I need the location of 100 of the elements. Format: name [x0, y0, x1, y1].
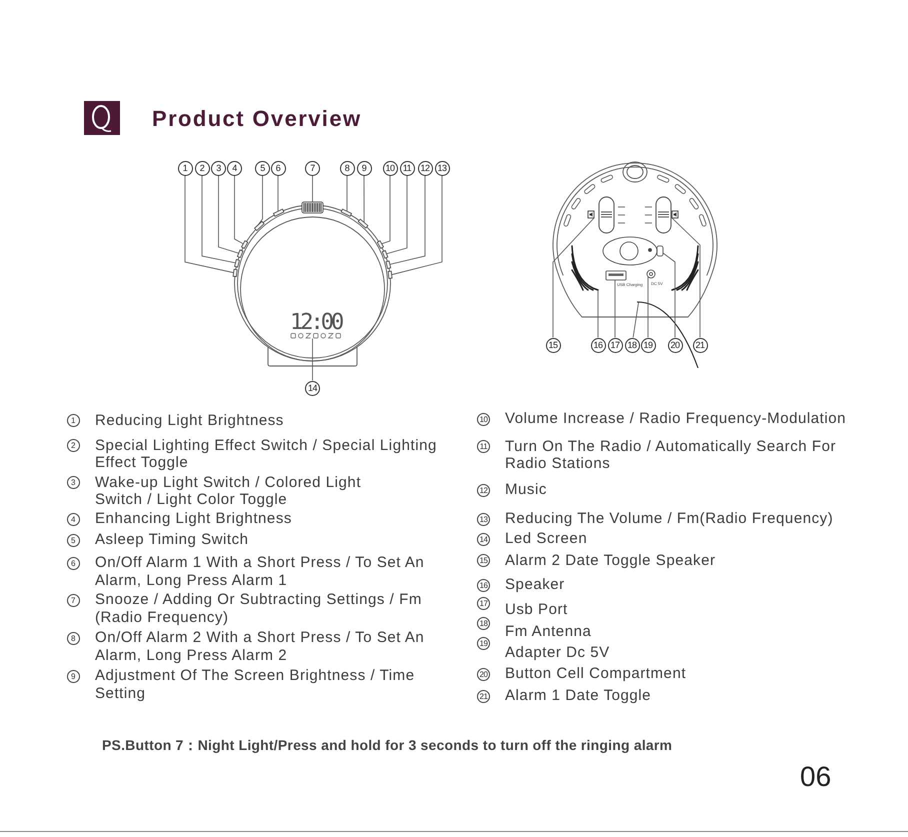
callout-number: 20: [477, 668, 490, 680]
leader-line: [312, 338, 313, 381]
leader-line: [202, 175, 236, 264]
side-button: [385, 260, 392, 270]
callout-number: 1: [178, 160, 192, 176]
part-description: Special Lighting Effect Switch / Special Lighting Effect Toggle: [95, 436, 438, 472]
callout-number: 11: [400, 160, 414, 176]
leader-line: [672, 218, 700, 338]
display-digits: 12:00: [290, 310, 342, 334]
leader-line: [662, 252, 676, 338]
callout-number: 15: [546, 338, 560, 352]
callout-number: 3: [211, 160, 226, 176]
callout-number: 1: [66, 414, 80, 428]
part-description: Speaker: [505, 576, 565, 594]
switch-symbol-icon: [588, 210, 594, 218]
side-button: [376, 240, 384, 249]
callout-number: 10: [477, 412, 490, 426]
leader-line: [234, 175, 244, 244]
callout-number: 16: [590, 338, 606, 352]
callout-number: 17: [477, 596, 490, 610]
top-button: [272, 208, 284, 217]
led-screen: [290, 333, 341, 338]
callout-number: 21: [477, 690, 490, 702]
side-button: [234, 259, 240, 268]
part-description: On/Off Alarm 2 With a Short Press / To Set An Alarm, Long Press Alarm 2: [95, 629, 426, 664]
part-description: Reducing Light Brightness: [95, 412, 284, 430]
callout-number: 7: [305, 160, 320, 176]
callout-number: 13: [434, 160, 450, 176]
part-description: On/Off Alarm 1 With a Short Press / To Set An Alarm, Long Press Alarm 1: [95, 554, 426, 590]
part-description: Music: [505, 480, 547, 498]
leader-line: [218, 175, 240, 254]
leader-line: [614, 280, 616, 338]
part-description: Asleep Timing Switch: [95, 530, 249, 548]
part-description: Enhancing Light Brightness: [95, 510, 292, 528]
leader-line: [391, 175, 442, 276]
top-button: [340, 208, 352, 217]
part-description: Volume Increase / Radio Frequency-Modulation: [505, 410, 846, 428]
leader-line: [386, 175, 408, 254]
part-description: Usb Port: [505, 600, 568, 618]
callout-number: 9: [356, 160, 372, 176]
top-button: [358, 218, 368, 229]
part-description: Adapter Dc 5V: [505, 644, 610, 662]
part-description: Fm Antenna: [505, 622, 592, 640]
leader-line: [346, 175, 348, 212]
callout-number: 4: [66, 512, 80, 526]
part-description: Turn On The Radio / Automatically Search For Radio Stations: [505, 438, 838, 473]
leader-line: [390, 175, 426, 265]
callout-number: 6: [66, 556, 80, 570]
callout-number: 12: [477, 484, 490, 496]
callout-number: 8: [340, 160, 354, 176]
callout-number: 21: [692, 338, 708, 352]
callout-number: 12: [418, 160, 432, 176]
callout-number: 10: [382, 160, 398, 176]
leader-line: [381, 175, 390, 244]
battery-compartment: [602, 236, 664, 266]
callout-number: 14: [305, 380, 320, 396]
page-title: Product Overview: [152, 106, 362, 132]
callout-number: 4: [227, 160, 242, 176]
leader-line: [258, 175, 263, 226]
part-description: Alarm 1 Date Toggle: [505, 686, 652, 704]
callout-number: 8: [66, 632, 80, 645]
part-description: Button Cell Compartment: [505, 664, 686, 682]
switch-symbol-icon: [672, 210, 678, 218]
leader-line: [632, 302, 639, 338]
side-button: [232, 268, 238, 278]
callout-number: 11: [477, 440, 490, 454]
part-description: Adjustment Of The Screen Brightness / Time Setting: [95, 666, 416, 702]
dc-jack: [646, 270, 656, 278]
callout-number: 18: [477, 616, 490, 630]
callout-number: 7: [66, 594, 80, 606]
part-description: Snooze / Adding Or Subtracting Settings / Fm (Radio Frequency): [95, 590, 423, 626]
side-button: [236, 249, 244, 258]
usb-port: [606, 270, 626, 280]
top-button: [254, 220, 265, 232]
speaker-grille: [571, 245, 599, 291]
callout-number: 19: [477, 636, 490, 650]
side-button: [388, 270, 392, 279]
callout-number: 17: [608, 338, 622, 352]
part-description: Reducing The Volume / Fm(Radio Frequency): [505, 510, 834, 528]
callout-number: 5: [66, 534, 80, 546]
callout-number: 13: [477, 512, 490, 526]
callout-number: 14: [477, 532, 490, 546]
part-description: Wake-up Light Switch / Colored Light Switch / Light Color Toggle: [95, 474, 362, 509]
part-description: Alarm 2 Date Toggle Speaker: [505, 552, 716, 570]
callout-number: 15: [477, 554, 490, 568]
callout-number: 16: [477, 578, 490, 592]
leader-line: [552, 218, 594, 338]
part-description: Led Screen: [505, 530, 588, 548]
footnote: PS.Button 7：Night Light/Press and hold for 3 seconds to turn off the ringing alarm: [102, 736, 672, 754]
side-button: [240, 240, 248, 249]
leader-line: [312, 175, 313, 202]
callout-number: 9: [66, 670, 80, 682]
callout-number: 5: [255, 160, 270, 176]
callout-number: 2: [194, 160, 210, 176]
callout-number: 3: [66, 476, 80, 490]
page-number: 06: [800, 761, 832, 794]
leader-line: [184, 175, 234, 274]
callout-number: 18: [624, 338, 640, 352]
callout-number: 2: [66, 439, 80, 452]
dial-knob: [302, 202, 324, 214]
